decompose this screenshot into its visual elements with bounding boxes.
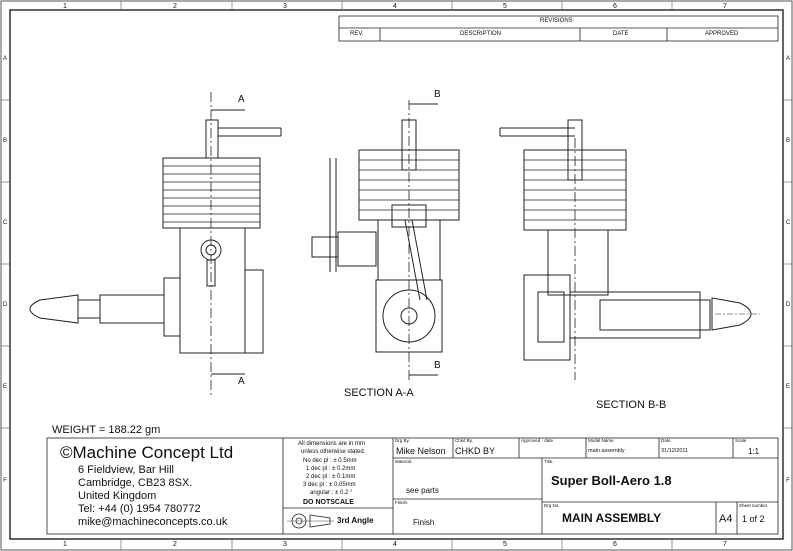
zone-col-6-bottom: 6: [613, 541, 617, 548]
zone-row-c-right: C: [785, 220, 791, 226]
section-aa-view: [311, 100, 460, 382]
sheet-number-value: 1 of 2: [742, 514, 765, 524]
address-line-3: United Kingdom: [78, 490, 157, 502]
material-label: Material.: [395, 459, 413, 464]
zone-col-1-bottom: 1: [63, 541, 67, 548]
cut-marker-b-bottom: B: [434, 360, 441, 371]
address-line-4: Tel: +44 (0) 1954 780772: [78, 503, 201, 515]
projection-label: 3rd Angle: [337, 516, 374, 525]
zone-row-a: A: [2, 56, 7, 62]
zone-row-c: C: [2, 220, 8, 226]
cut-marker-a-bottom: A: [238, 376, 245, 387]
date-value: 31/12/2011: [661, 448, 689, 454]
zone-col-3: 3: [283, 3, 287, 10]
rev-header-approved: APPROVED: [705, 31, 739, 37]
sheet-size: A4: [719, 513, 733, 525]
date-label: Date.: [661, 438, 672, 443]
section-bb-label: SECTION B-B: [596, 399, 667, 411]
zone-col-3-bottom: 3: [283, 541, 287, 548]
scale-value: 1:1: [748, 447, 760, 456]
zone-col-2-bottom: 2: [173, 541, 177, 548]
finish-label: Finish.: [395, 500, 409, 505]
drawing-title: Super Boll-Aero 1.8: [551, 473, 672, 488]
zone-col-7-bottom: 7: [723, 541, 727, 548]
zone-row-b-right: B: [785, 138, 790, 144]
model-name-label: Model Name: [588, 438, 614, 443]
title-block-grid: [46, 437, 779, 535]
zone-row-f: F: [3, 478, 7, 484]
rev-header-date: DATE: [613, 31, 629, 37]
zone-row-e-right: E: [785, 384, 790, 390]
approved-label: Approved - date: [521, 438, 554, 443]
section-aa-label: SECTION A-A: [344, 387, 414, 399]
zone-col-1: 1: [63, 3, 67, 10]
drg-by-value: Mike Nelson: [396, 446, 446, 456]
revisions-title: REVISIONS: [540, 18, 573, 24]
tolerance-line-3: No dec pl : ± 0.5mm: [303, 458, 357, 464]
tolerance-line-2: unless otherwise stated.: [301, 449, 366, 455]
side-view: [29, 92, 282, 395]
material-value: see parts: [406, 486, 439, 495]
weight-label: WEIGHT = 188.22 gm: [52, 424, 161, 436]
zone-row-e: E: [2, 384, 7, 390]
zone-col-4: 4: [393, 3, 397, 10]
chkd-by-label: Chkd By.: [455, 438, 473, 443]
zone-col-6: 6: [613, 3, 617, 10]
zone-col-7: 7: [723, 3, 727, 10]
cut-marker-b-top: B: [434, 89, 441, 100]
zone-row-f-right: F: [786, 478, 790, 484]
zone-col-4-bottom: 4: [393, 541, 397, 548]
inner-border: [9, 9, 784, 540]
zone-col-5: 5: [503, 3, 507, 10]
tolerance-line-5: 2 dec pl : ± 0.1mm: [306, 474, 356, 480]
rev-header-description: DESCRIPTION: [460, 31, 502, 37]
sheet-number-label: Sheet number.: [739, 503, 769, 508]
address-line-2: Cambridge, CB23 8SX.: [78, 477, 193, 489]
model-name-value: main assembly: [588, 448, 625, 454]
do-not-scale: DO NOTSCALE: [303, 499, 354, 506]
zone-col-5-bottom: 5: [503, 541, 507, 548]
tolerance-line-1: All dimensions are in mm: [298, 441, 366, 447]
zone-row-b: B: [2, 138, 7, 144]
address-line-5: mike@machineconcepts.co.uk: [78, 516, 228, 528]
address-line-1: 6 Fieldview, Bar Hill: [78, 464, 174, 476]
zone-row-d-right: D: [785, 302, 791, 308]
rev-header-rev: REV.: [350, 31, 364, 37]
company-logo-text: ©Machine Concept Ltd: [60, 443, 234, 462]
finish-value: Finish: [413, 518, 435, 527]
scale-label: Scale: [735, 438, 747, 443]
cut-marker-a-top: A: [238, 94, 245, 105]
zone-col-2: 2: [173, 3, 177, 10]
revisions-table: [338, 15, 779, 42]
zone-row-a-right: A: [785, 56, 790, 62]
chkd-by-value: CHKD BY: [455, 446, 496, 456]
title-label: Title.: [544, 459, 554, 464]
tolerance-line-4: 1 dec pl : ± 0.2mm: [306, 466, 356, 472]
zone-row-d: D: [2, 302, 8, 308]
tolerance-line-7: angular : ± 0.2 °: [310, 490, 353, 496]
tolerance-line-6: 3 dec pl : ± 0.05mm: [303, 482, 356, 488]
drg-no-label: Drg No.: [544, 503, 560, 508]
drawing-number: MAIN ASSEMBLY: [562, 511, 662, 525]
drg-by-label: Drg By.: [395, 438, 410, 443]
section-bb-view: [499, 119, 760, 380]
